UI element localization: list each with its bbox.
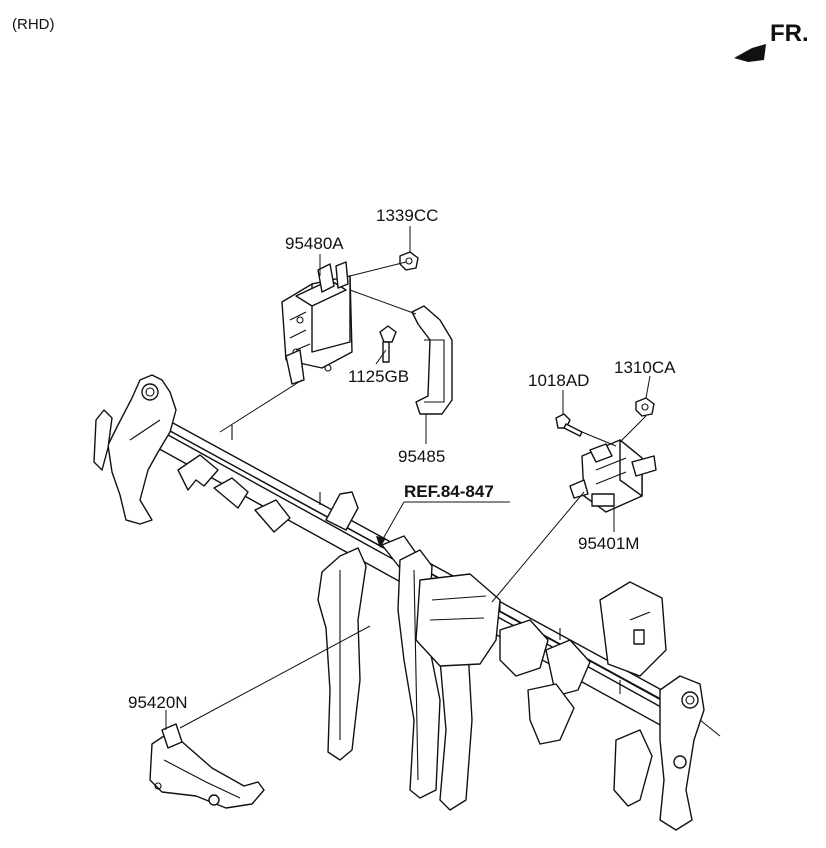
ref-callout: REF.84-847 [404, 482, 494, 501]
callout-95480a: 95480A [285, 234, 344, 253]
bracket-95485 [411, 305, 453, 415]
callout-1339cc: 1339CC [376, 206, 438, 225]
bolt-1125gb [379, 325, 397, 363]
callout-1018ad: 1018AD [528, 371, 589, 390]
callout-95401m: 95401M [578, 534, 639, 553]
bolt-1018ad [555, 413, 583, 437]
callout-1125gb: 1125GB [348, 367, 409, 386]
nut-1310ca [635, 397, 655, 417]
callout-1310ca: 1310CA [614, 358, 676, 377]
nut-1339cc [399, 251, 419, 271]
callout-95420n: 95420N [128, 693, 188, 712]
dash-crossmember-assembly [93, 374, 721, 831]
module-95401m [569, 439, 657, 513]
callout-95485: 95485 [398, 447, 445, 466]
rhd-label: (RHD) [12, 16, 55, 33]
front-arrow-icon [734, 44, 766, 62]
front-label: FR. [770, 20, 809, 47]
leader-lines [165, 226, 651, 730]
module-95420n [149, 723, 265, 809]
module-95480a [281, 261, 353, 385]
